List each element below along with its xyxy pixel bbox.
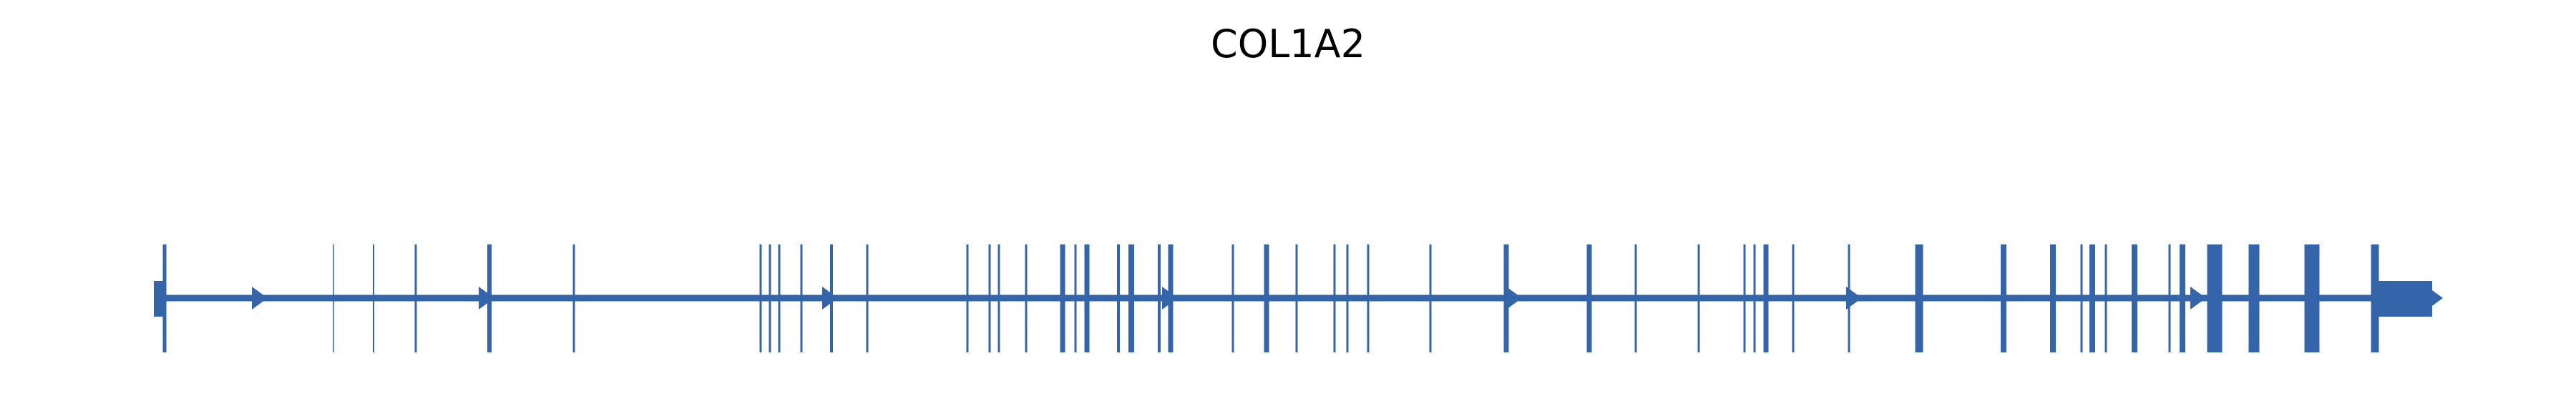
exon [2080, 244, 2083, 352]
exon [2132, 244, 2137, 352]
exon [1231, 244, 1234, 352]
exon [2104, 244, 2107, 352]
exon [1915, 244, 1923, 352]
exon [1264, 244, 1269, 352]
exon [162, 244, 167, 352]
exon [1084, 244, 1090, 352]
exon [572, 244, 575, 352]
exon [2180, 244, 2185, 352]
utr-5prime [154, 281, 165, 317]
exon [373, 244, 374, 352]
exon [2050, 244, 2056, 352]
exon [1634, 244, 1637, 352]
strand-arrow-icon [822, 287, 838, 310]
gene-title: COL1A2 [1211, 21, 1365, 66]
exon [2207, 244, 2223, 352]
strand-arrow-icon [1506, 287, 1522, 310]
exon [1025, 244, 1028, 352]
strand-arrow-icon [2190, 287, 2206, 310]
exon [1333, 244, 1336, 352]
exon [2089, 244, 2095, 352]
exon [1743, 244, 1746, 352]
exon [1586, 244, 1592, 352]
exon [1074, 244, 1077, 352]
exon [1367, 244, 1370, 352]
exon [1792, 244, 1795, 352]
exon [997, 244, 1000, 352]
exon [1697, 244, 1700, 352]
exon [1158, 244, 1161, 352]
exon [1295, 244, 1298, 352]
exon [1117, 244, 1120, 352]
exon [966, 244, 969, 352]
exon [1763, 244, 1769, 352]
exon [866, 244, 869, 352]
exon [778, 244, 781, 352]
exon [414, 244, 417, 352]
exon [988, 244, 991, 352]
exon [2168, 244, 2171, 352]
strand-arrow-icon [1846, 287, 1862, 310]
exon [1060, 244, 1065, 352]
strand-arrow-icon [479, 287, 494, 310]
exon [2371, 244, 2379, 352]
exon [1753, 244, 1756, 352]
strand-arrow-icon [1162, 287, 1178, 310]
intron-line [154, 294, 2433, 302]
exon [2248, 244, 2260, 352]
exon [333, 244, 334, 352]
exon [1346, 244, 1349, 352]
exon [1429, 244, 1432, 352]
exon [759, 244, 762, 352]
exon [769, 244, 771, 352]
strand-arrow-icon [252, 287, 268, 310]
exon [800, 244, 803, 352]
exon [2001, 244, 2006, 352]
strand-arrow-icon [2427, 287, 2443, 310]
utr-3prime [2375, 281, 2432, 317]
exon [1128, 244, 1134, 352]
exon [2304, 244, 2320, 352]
